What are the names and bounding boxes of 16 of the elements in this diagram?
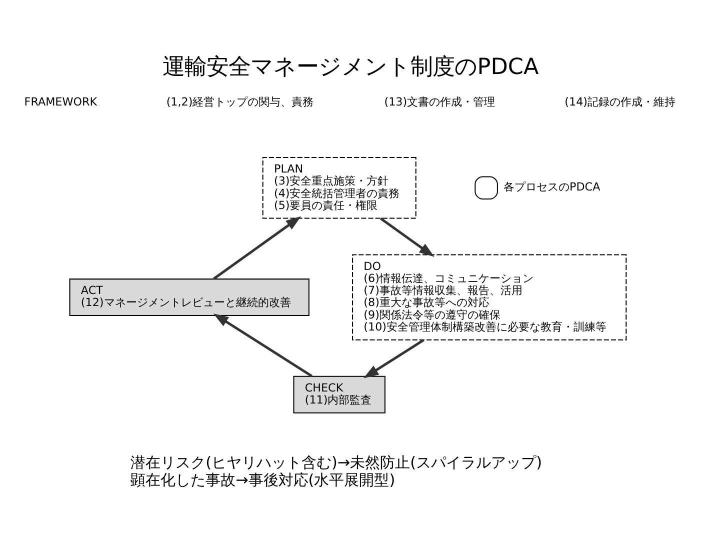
label: (1,2)経営トップの関与、責務 (166, 95, 314, 108)
node-box: PLAN (3)安全重点施策・方針 (4)安全統括管理者の責務 (5)要員の責任・権限 (262, 156, 416, 218)
label: (14)記録の作成・維持 (564, 95, 676, 108)
arrow (213, 313, 313, 377)
node-box: DO (6)情報伝達、コミュニケーション (7)事故等情報収集、報告、活用 (8)重大な事故等への対応 (9)関係法令等の遵守の確保 (10)安全管理体制構築改善に必要な教育・訓練等 (352, 254, 627, 340)
arrow (363, 338, 424, 378)
node-box: ACT (12)マネージメントレビューと継続的改善 (69, 278, 310, 316)
node-box: CHECK (11)内部監査 (293, 375, 386, 413)
label: (13)文書の作成・管理 (384, 95, 496, 108)
diagram-title: 運輸安全マネージメント制度のPDCA (162, 53, 539, 80)
arrow (380, 216, 434, 256)
legend-label: 各プロセスのPDCA (504, 180, 600, 194)
label: 潜在リスク(ヒヤリハット含む)→未然防止(スパイラルアップ) (130, 453, 542, 472)
arrow (213, 216, 302, 280)
label: FRAMEWORK (24, 95, 98, 108)
label: 顕在化した事故→事後対応(水平展開型) (130, 470, 396, 488)
